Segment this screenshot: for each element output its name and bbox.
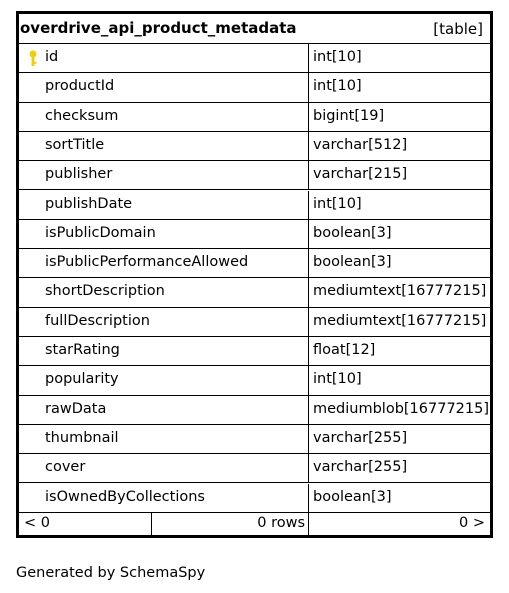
table-header: overdrive_api_product_metadata [table] (19, 14, 490, 44)
column-type: int[10] (313, 195, 362, 212)
column-name[interactable]: cover (45, 459, 86, 476)
column-type: mediumtext[16777215] (313, 312, 487, 329)
column-name[interactable]: rawData (45, 400, 107, 417)
generated-by-text: Generated by SchemaSpy (16, 565, 206, 581)
column-row: id int[10] (19, 44, 490, 74)
children-count-cell: 0 > (309, 512, 490, 535)
column-name-cell: shortDescription (19, 278, 309, 307)
column-type: float[12] (313, 342, 376, 358)
column-type: varchar[255] (313, 459, 408, 476)
column-name-cell: popularity (19, 366, 309, 395)
column-name[interactable]: popularity (45, 371, 119, 388)
column-name[interactable]: fullDescription (45, 312, 150, 329)
column-row: publishDate int[10] (19, 190, 490, 220)
column-name-cell: thumbnail (19, 424, 309, 454)
table-footer: < 0 0 rows 0 > (19, 512, 490, 535)
column-name-cell: starRating (19, 337, 309, 366)
column-name-cell: rawData (19, 395, 309, 424)
column-name[interactable]: checksum (45, 107, 119, 124)
column-name[interactable]: thumbnail (45, 429, 119, 446)
column-type: boolean[3] (313, 224, 392, 241)
column-type: varchar[255] (313, 429, 408, 446)
column-name[interactable]: isOwnedByCollections (45, 488, 205, 505)
column-name-cell: isPublicPerformanceAllowed (19, 249, 309, 278)
table-name[interactable]: overdrive_api_product_metadata (20, 19, 297, 37)
column-name[interactable]: id (45, 49, 59, 65)
column-row: checksum bigint[19] (19, 102, 490, 132)
column-row: isOwnedByCollections boolean[3] (19, 483, 490, 513)
column-type: int[10] (313, 371, 362, 388)
column-name[interactable]: sortTitle (45, 136, 105, 153)
column-row: cover varchar[255] (19, 454, 490, 484)
row-count: 0 rows (257, 515, 305, 531)
column-row: popularity int[10] (19, 366, 490, 396)
column-row: rawData mediumblob[16777215] (19, 395, 490, 425)
table-kind-label: [table] (433, 20, 483, 38)
parents-count: < 0 (24, 515, 50, 531)
column-name-cell: fullDescription (19, 307, 309, 336)
column-name-cell: publishDate (19, 190, 309, 219)
column-row: publisher varchar[215] (19, 161, 490, 191)
key-icon (29, 50, 37, 66)
parents-count-cell: < 0 (19, 512, 152, 535)
column-type: int[10] (313, 78, 362, 95)
column-type: varchar[215] (313, 166, 408, 183)
column-type: mediumtext[16777215] (313, 283, 487, 300)
column-name-cell: sortTitle (19, 131, 309, 161)
column-name-cell: checksum (19, 102, 309, 131)
column-name-cell: productId (19, 73, 309, 102)
column-type: boolean[3] (313, 254, 392, 271)
row-count-cell: 0 rows (152, 512, 309, 535)
column-name[interactable]: shortDescription (45, 283, 165, 300)
column-row: productId int[10] (19, 73, 490, 103)
column-type: boolean[3] (313, 488, 392, 505)
column-type: varchar[512] (313, 136, 408, 153)
column-row: isPublicDomain boolean[3] (19, 219, 490, 250)
column-name-cell: isPublicDomain (19, 219, 309, 249)
column-row: fullDescription mediumtext[16777215] (19, 307, 490, 337)
column-name-cell: id (19, 44, 309, 73)
column-type: mediumblob[16777215] (313, 400, 490, 417)
column-name[interactable]: productId (45, 78, 115, 95)
column-row: starRating float[12] (19, 337, 490, 367)
column-row: sortTitle varchar[512] (19, 131, 490, 162)
column-name-cell: cover (19, 454, 309, 483)
column-row: thumbnail varchar[255] (19, 424, 490, 455)
column-name[interactable]: publisher (45, 166, 113, 183)
column-name-cell: publisher (19, 161, 309, 190)
column-name[interactable]: isPublicDomain (45, 224, 156, 241)
column-row: shortDescription mediumtext[16777215] (19, 278, 490, 308)
column-row: isPublicPerformanceAllowed boolean[3] (19, 249, 490, 279)
column-type: bigint[19] (313, 107, 385, 124)
column-name-cell: isOwnedByCollections (19, 483, 309, 512)
column-name[interactable]: publishDate (45, 195, 133, 212)
children-count: 0 > (459, 515, 485, 531)
schema-table: overdrive_api_product_metadata [table] i… (16, 11, 493, 538)
column-name[interactable]: starRating (45, 342, 120, 358)
column-type: int[10] (313, 49, 362, 65)
column-name[interactable]: isPublicPerformanceAllowed (45, 254, 249, 271)
